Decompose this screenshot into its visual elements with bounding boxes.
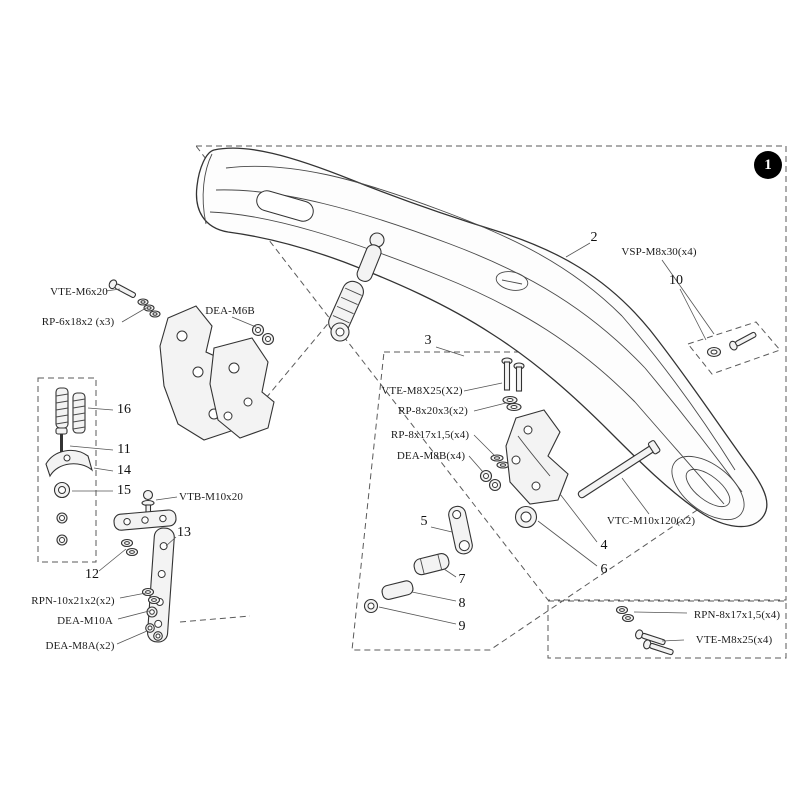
middle-subassembly xyxy=(363,357,661,614)
bumper-bar xyxy=(195,147,768,528)
topright-hardware-group xyxy=(706,331,757,358)
handlebar-clamp xyxy=(328,232,385,342)
brand-badge xyxy=(495,271,529,291)
strap-bracket xyxy=(113,509,177,643)
leader-lines xyxy=(69,242,715,645)
left-hardware-group xyxy=(45,387,155,557)
step-badge: 1 xyxy=(754,151,782,179)
bottomright-hardware-group xyxy=(615,605,674,656)
mounting-brackets xyxy=(108,279,275,441)
